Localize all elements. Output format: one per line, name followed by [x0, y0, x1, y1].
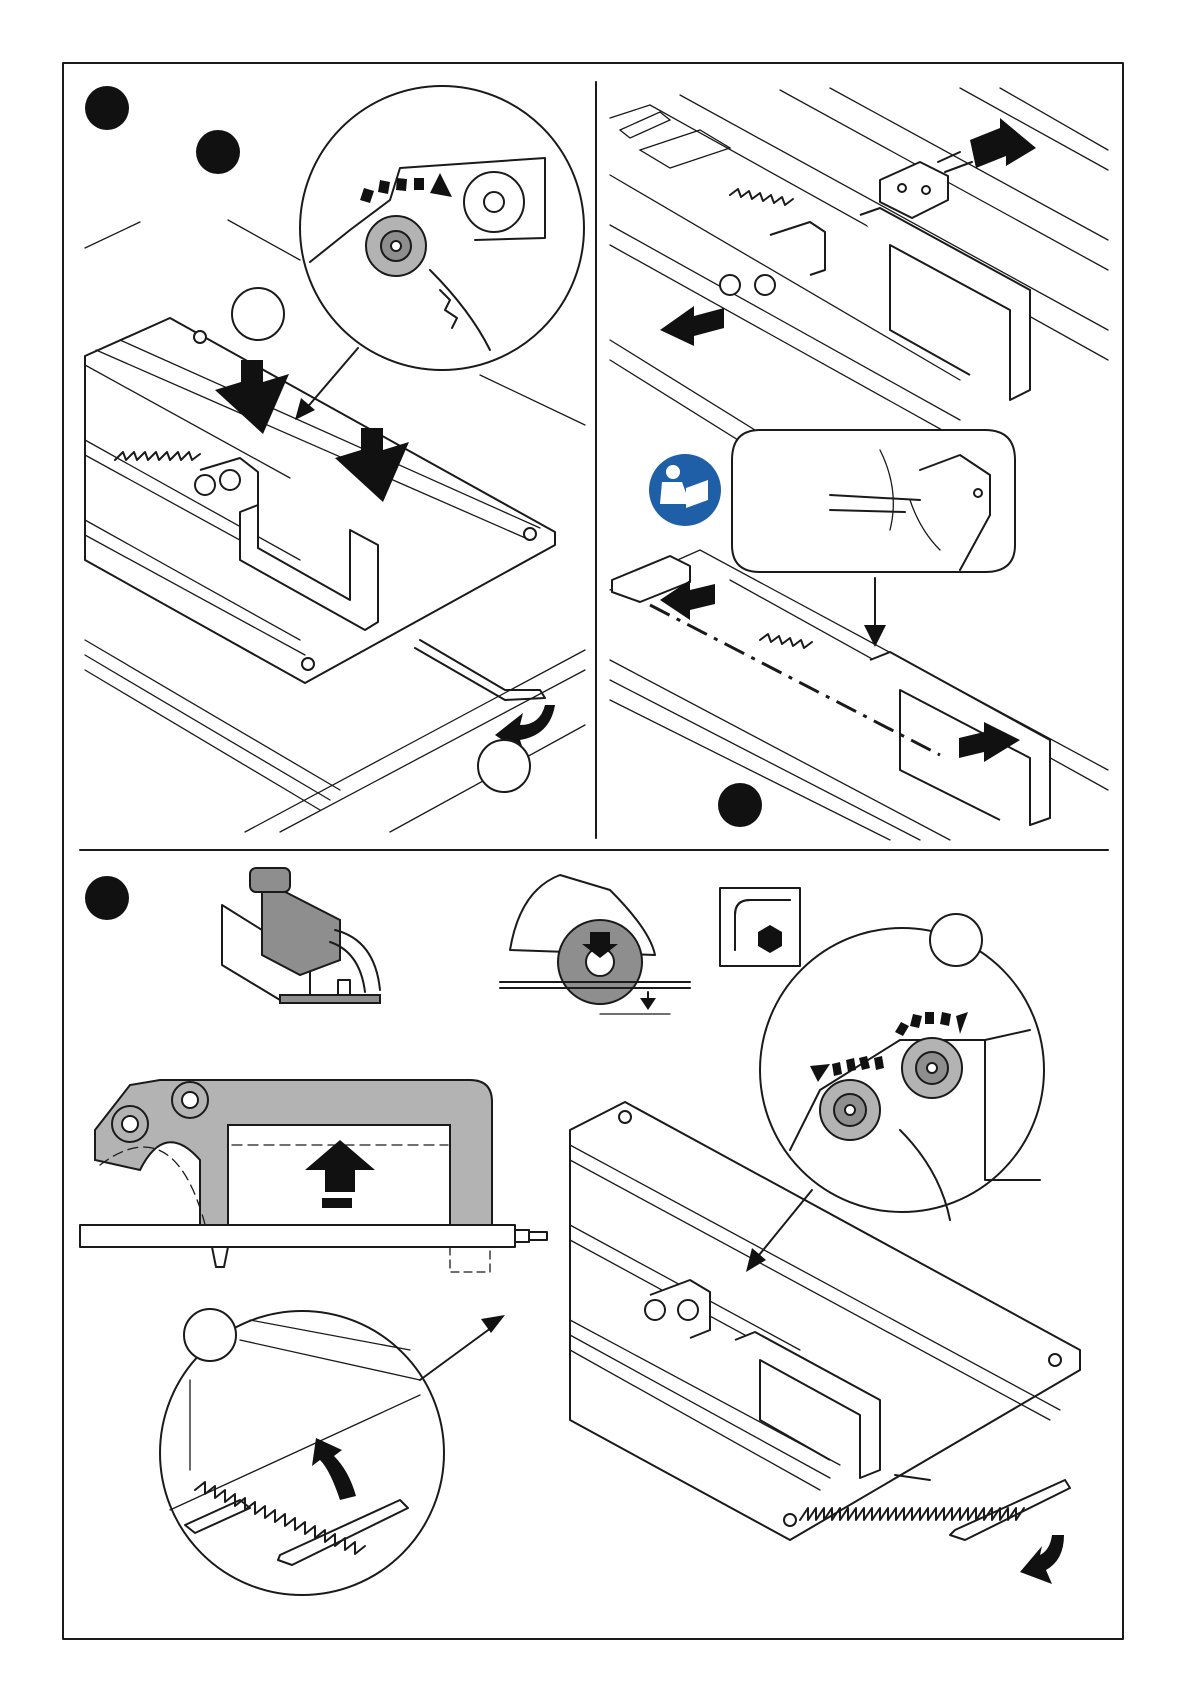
circular-saw-icon	[222, 868, 380, 1003]
push-arrow-icon	[970, 118, 1036, 168]
detail-callout-box	[732, 430, 1015, 572]
panel-bottom	[80, 868, 1080, 1595]
saw-blade-depth-icon	[500, 875, 690, 1014]
step-marker-icon	[196, 130, 240, 174]
guard-section	[80, 1080, 547, 1272]
step-marker-icon	[718, 783, 762, 827]
callout-label	[232, 288, 284, 340]
bracket	[880, 162, 948, 218]
callout-label	[184, 1309, 236, 1361]
table-plate	[85, 318, 555, 683]
read-manual-icon	[649, 454, 721, 526]
step-marker-icon	[85, 86, 129, 130]
panel-top-right	[610, 88, 1108, 840]
detail-magnifier	[160, 1309, 505, 1595]
detail-magnifier	[295, 86, 584, 420]
callout-label	[930, 914, 982, 966]
panel-top-left	[85, 86, 585, 832]
step-marker-icon	[85, 876, 129, 920]
push-arrow-icon	[660, 306, 724, 346]
rotate-arrow-icon	[1020, 1535, 1064, 1584]
hex-key-icon	[720, 888, 800, 966]
callout-label	[478, 740, 530, 792]
